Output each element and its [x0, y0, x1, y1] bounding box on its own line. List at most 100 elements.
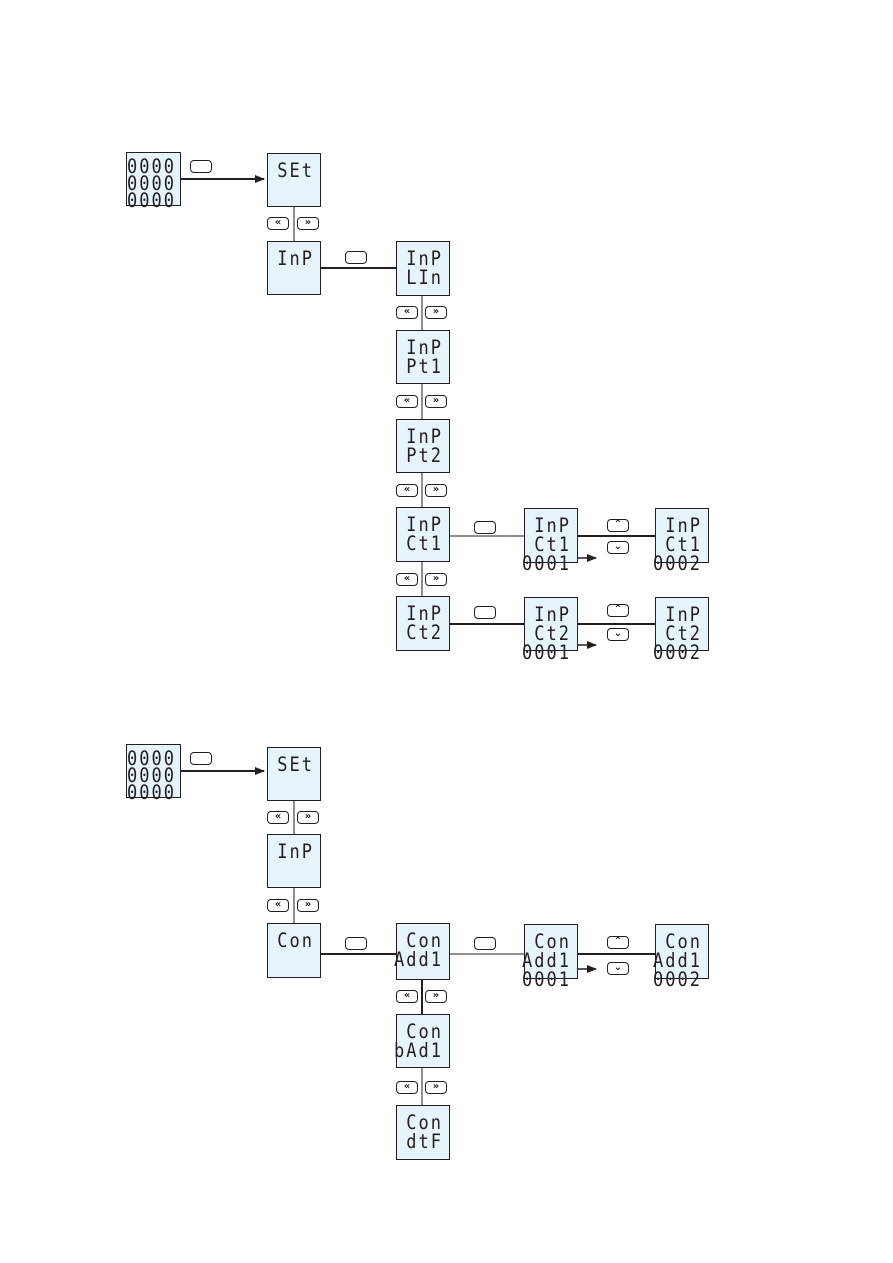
enter-key-icon[interactable]	[474, 521, 496, 534]
lcd-line-1: Con	[534, 930, 571, 954]
key-glyph: »	[432, 1081, 440, 1092]
lcd-line-1: InP	[665, 603, 702, 627]
lcd-line-1: Con	[406, 929, 443, 953]
lcd-line-1: InP	[406, 425, 443, 449]
left-double-chevron-icon[interactable]: «	[396, 1081, 418, 1094]
lcd-line-1: Con	[665, 930, 702, 954]
lcd-inp-1: InP	[267, 241, 321, 295]
lcd-line-3: 0000	[127, 189, 176, 213]
lcd-com-add1-edit: Con Add1 0001	[522, 924, 578, 991]
down-double-chevron-icon[interactable]: ⌄	[607, 628, 629, 641]
lcd-line-3: 0001	[522, 968, 571, 992]
down-double-chevron-icon[interactable]: ⌄	[607, 962, 629, 975]
key-glyph: »	[432, 395, 440, 406]
key-glyph: ⌄	[613, 628, 623, 639]
enter-key-icon[interactable]	[190, 160, 212, 173]
lcd-com-add1: Con Add1	[394, 923, 450, 980]
lcd-line-1: InP	[534, 603, 571, 627]
key-glyph: »	[432, 990, 440, 1001]
lcd-line-1: InP	[277, 840, 314, 864]
enter-key-icon[interactable]	[190, 752, 212, 765]
right-double-chevron-icon[interactable]: »	[297, 811, 319, 824]
enter-key-icon[interactable]	[345, 937, 367, 950]
key-glyph: ⌃	[613, 519, 623, 530]
lcd-line-2: Add1	[653, 949, 702, 973]
right-double-chevron-icon[interactable]: »	[297, 217, 319, 230]
lcd-inp-ct1: InP Ct1	[396, 507, 450, 562]
left-double-chevron-icon[interactable]: «	[267, 811, 289, 824]
left-double-chevron-icon[interactable]: «	[267, 899, 289, 912]
key-glyph: ⌄	[613, 962, 623, 973]
left-double-chevron-icon[interactable]: «	[267, 217, 289, 230]
lcd-line-2: 0000	[127, 764, 176, 788]
lcd-set-1: SEt	[267, 153, 321, 207]
lcd-line-2: LIn	[406, 266, 443, 290]
right-double-chevron-icon[interactable]: »	[425, 1081, 447, 1094]
right-double-chevron-icon[interactable]: »	[425, 395, 447, 408]
lcd-line-1: InP	[406, 336, 443, 360]
right-double-chevron-icon[interactable]: »	[425, 990, 447, 1003]
lcd-inp-ct2-next: InP Ct2 0002	[653, 597, 709, 664]
lcd-line-1: SEt	[277, 159, 314, 183]
up-double-chevron-icon[interactable]: ⌃	[607, 519, 629, 532]
key-glyph: ⌄	[613, 541, 623, 552]
left-double-chevron-icon[interactable]: «	[396, 306, 418, 319]
key-glyph: «	[403, 395, 411, 406]
lcd-line-2: Ct2	[534, 622, 571, 646]
lcd-line-1: 0000	[127, 155, 176, 179]
lcd-inp-ct1-edit: InP Ct1 0001	[522, 508, 578, 575]
lcd-inp-pt1: InP Pt1	[396, 330, 450, 384]
lcd-line-2: Pt1	[406, 355, 443, 379]
right-double-chevron-icon[interactable]: »	[425, 484, 447, 497]
lcd-line-1: InP	[665, 514, 702, 538]
key-glyph: »	[304, 217, 312, 228]
right-double-chevron-icon[interactable]: »	[425, 573, 447, 586]
enter-key-icon[interactable]	[345, 251, 367, 264]
lcd-line-2: Ct1	[406, 532, 443, 556]
left-double-chevron-icon[interactable]: «	[396, 573, 418, 586]
lcd-line-1: Con	[277, 929, 314, 953]
lcd-line-3: 0002	[653, 552, 702, 576]
lcd-line-3: 0002	[653, 968, 702, 992]
lcd-home-1: 0000 0000 0000	[126, 152, 181, 212]
lcd-line-3: 0001	[522, 641, 571, 665]
lcd-line-3: 0002	[653, 641, 702, 665]
key-glyph: »	[432, 573, 440, 584]
enter-key-icon[interactable]	[474, 937, 496, 950]
key-glyph: «	[274, 899, 282, 910]
up-double-chevron-icon[interactable]: ⌃	[607, 936, 629, 949]
lcd-inp-ct2: InP Ct2	[396, 596, 450, 651]
right-double-chevron-icon[interactable]: »	[297, 899, 319, 912]
lcd-inp-ct1-next: InP Ct1 0002	[653, 508, 709, 575]
key-glyph: «	[403, 484, 411, 495]
lcd-line-1: Con	[406, 1020, 443, 1044]
left-double-chevron-icon[interactable]: «	[396, 395, 418, 408]
right-double-chevron-icon[interactable]: »	[425, 306, 447, 319]
lcd-line-1: Con	[406, 1111, 443, 1135]
key-glyph: «	[274, 811, 282, 822]
key-glyph: «	[403, 573, 411, 584]
lcd-line-2: 0000	[127, 172, 176, 196]
lcd-line-1: InP	[277, 247, 314, 271]
lcd-line-2: Add1	[394, 948, 443, 972]
lcd-line-1: InP	[406, 513, 443, 537]
left-double-chevron-icon[interactable]: «	[396, 484, 418, 497]
key-glyph: »	[304, 899, 312, 910]
lcd-set-2: SEt	[267, 747, 321, 801]
lcd-line-1: InP	[406, 247, 443, 271]
up-double-chevron-icon[interactable]: ⌃	[607, 604, 629, 617]
lcd-line-3: 0000	[127, 781, 176, 805]
enter-key-icon[interactable]	[474, 606, 496, 619]
down-double-chevron-icon[interactable]: ⌄	[607, 541, 629, 554]
lcd-line-1: InP	[534, 514, 571, 538]
lcd-line-2: bAd1	[394, 1039, 443, 1063]
lcd-com-dtf: Con dtF	[396, 1105, 450, 1160]
lcd-line-1: SEt	[277, 753, 314, 777]
lcd-line-1: InP	[406, 602, 443, 626]
key-glyph: »	[304, 811, 312, 822]
left-double-chevron-icon[interactable]: «	[396, 990, 418, 1003]
key-glyph: »	[432, 484, 440, 495]
lcd-com: Con	[267, 923, 321, 978]
lcd-inp-pt2: InP Pt2	[396, 419, 450, 473]
lcd-line-2: Ct1	[665, 533, 702, 557]
